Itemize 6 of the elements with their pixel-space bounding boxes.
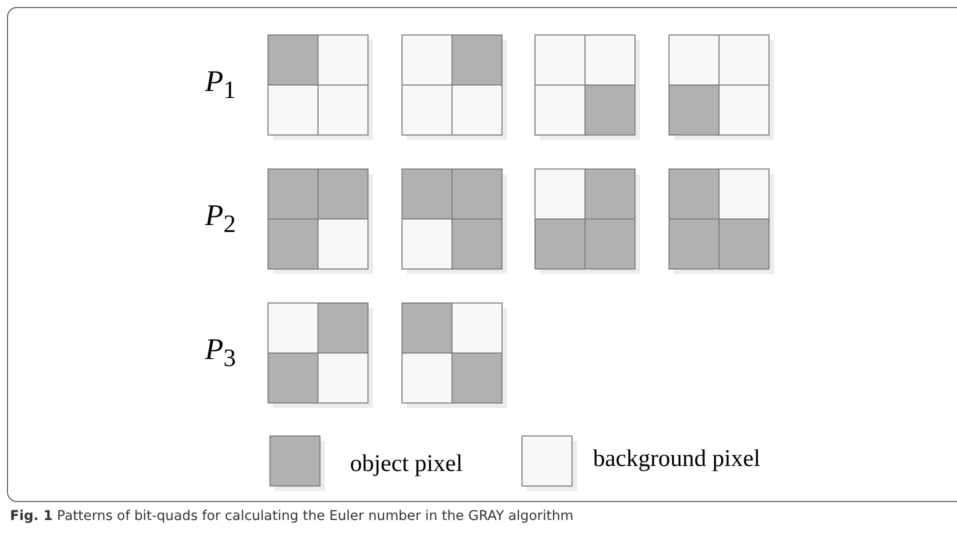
legend-label: object pixel [350,452,463,476]
pattern-label: P$_{1}$ [205,67,236,103]
legend-label: background pixel [593,447,760,471]
figure-caption: Fig. 1 Patterns of bit-quads for calculating the Euler number in the GRAY algorithm [10,508,574,524]
pattern-label: P$_{3}$ [205,335,236,371]
pattern-label: P$_{2}$ [205,201,236,237]
